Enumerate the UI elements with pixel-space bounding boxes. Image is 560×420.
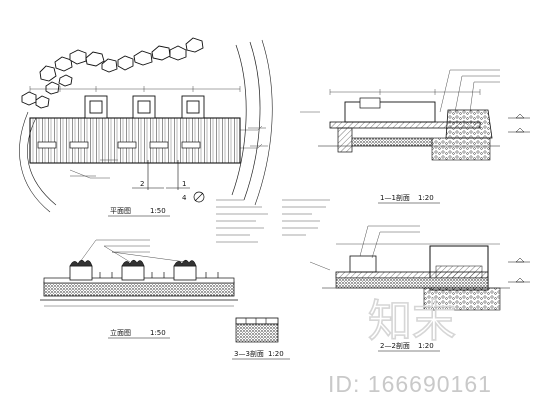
detail-number: 4 (182, 194, 187, 202)
structure-block (359, 97, 381, 109)
dimension-ticks (29, 86, 241, 92)
leader-lines (309, 225, 420, 271)
plan-dim-label-1: 1 (182, 180, 186, 188)
dimension-ticks (329, 89, 481, 95)
elevation-scale: 1:50 (150, 329, 166, 337)
footing-left (337, 127, 353, 153)
stone-wall (445, 109, 493, 139)
section-3-view: 3—3剖面 1:20 (232, 317, 290, 360)
section-1-scale: 1:20 (418, 194, 434, 202)
section-2-title: 2—2剖面 (380, 341, 410, 350)
footing-right (431, 137, 491, 161)
section-2-view: 2—2剖面 1:20 (309, 225, 530, 352)
watermark-id: ID: 166690161 (328, 371, 492, 397)
plan-curve-line (254, 39, 273, 206)
structure-wall (344, 101, 436, 123)
railing-posts (99, 272, 219, 278)
shrubs (69, 259, 197, 267)
benches (37, 141, 201, 149)
watermark: 知末 ID: 166690161 (328, 295, 492, 397)
elevation-planters (69, 265, 197, 281)
plan-curve-line (231, 44, 247, 196)
deck-outline (29, 117, 241, 164)
gravel-bed (335, 277, 489, 289)
section-3-deck (235, 317, 279, 325)
section-3-joists (245, 318, 267, 324)
planter-boxes (84, 95, 205, 119)
plan-curve-line (19, 111, 51, 213)
section-3-fill (235, 323, 279, 343)
plan-view: 2 1 平面图 1:50 (19, 37, 273, 217)
plan-title: 平面图 (110, 207, 131, 215)
low-wall (349, 255, 377, 273)
notes-block (216, 199, 330, 243)
section-2-scale: 1:20 (418, 342, 434, 350)
plan-scale: 1:50 (150, 207, 166, 215)
plan-dim-label-2: 2 (140, 180, 144, 188)
gravel-bed (351, 137, 433, 147)
elevation-markers (508, 257, 530, 283)
detail-callout: 4 (182, 191, 205, 203)
elevation-title: 立面图 (110, 328, 131, 337)
leader-lines (300, 69, 500, 113)
plan-curve-line (243, 41, 261, 201)
base-slab (43, 281, 235, 297)
leader-lines (69, 125, 263, 179)
section-3-scale: 1:20 (268, 350, 284, 358)
leader-lines (79, 239, 187, 263)
section-1-view: 1—1剖面 1:20 (300, 69, 530, 204)
section-cut-marker (132, 160, 190, 190)
elevation-markers (508, 113, 530, 133)
section-1-title: 1—1剖面 (380, 193, 410, 202)
section-3-title: 3—3剖面 (234, 349, 264, 358)
watermark-logo: 知末 (368, 296, 456, 347)
rock-cluster (21, 37, 204, 109)
elevation-view: 立面图 1:50 (40, 239, 238, 339)
deck-slab (335, 271, 489, 279)
annotation-dashes (70, 127, 268, 177)
